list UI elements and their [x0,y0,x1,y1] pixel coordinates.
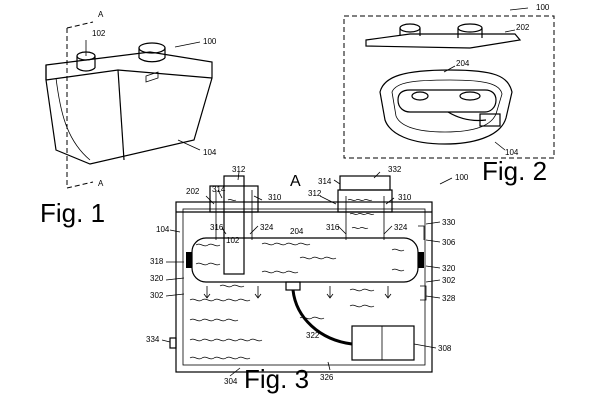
fig1-title: Fig. 1 [40,198,105,228]
drain-334 [169,337,177,349]
ref-302: 302 [442,276,456,285]
ref-202: 202 [186,187,200,196]
ref-328: 328 [442,294,456,303]
outer-wall [175,201,433,373]
ref-302: 302 [150,291,164,300]
ref-100: 100 [455,173,469,182]
ref-334: 334 [146,335,160,344]
ref-306: 306 [442,238,456,247]
ref-314: 314 [212,185,226,194]
ref-102: 102 [226,236,240,245]
lid-202 [365,33,522,49]
seal-320 [418,252,424,268]
fig1-cooler-view: A A 102 100 104 Fig. 1 [40,10,217,228]
ref-304: 304 [224,377,238,386]
ref-312: 312 [308,189,322,198]
ref-312: 312 [232,165,246,174]
ref-324: 324 [394,223,408,232]
section-a-label-bottom: A [98,179,104,188]
section-a-label-top: A [98,10,104,19]
fig3-title: Fig. 3 [244,364,309,394]
ref-320: 320 [442,264,456,273]
ref-102: 102 [92,29,106,38]
ref-310: 310 [398,193,412,202]
ref-100: 100 [203,37,217,46]
ice-fill [189,199,405,360]
fig3-section-view: A 100 202 314 312 310 316 102 324 204 31… [146,165,469,394]
ref-104: 104 [203,148,217,157]
ref-326: 326 [320,373,334,382]
ref-308: 308 [438,344,452,353]
ref-100: 100 [536,3,550,12]
lid-latch [145,71,159,83]
ref-314: 314 [318,177,332,186]
ref-204: 204 [290,227,304,236]
ref-104: 104 [505,148,519,157]
ref-320: 320 [150,274,164,283]
manifold-204 [397,89,497,113]
pump-box-308 [351,325,415,361]
cooler-body [45,51,213,165]
container-104 [379,69,513,145]
fig2-exploded-view: 100 202 204 104 Fig. 2 [343,3,555,186]
ref-316: 316 [326,223,340,232]
ref-204: 204 [456,59,470,68]
ref-316: 316 [210,223,224,232]
ref-324: 324 [260,223,274,232]
ref-318: 318 [150,257,164,266]
ref-202: 202 [516,23,530,32]
ref-322: 322 [306,331,320,340]
tube-326 [291,289,353,346]
seal-318 [186,252,192,268]
spout-102 [223,175,245,275]
ref-330: 330 [442,218,456,227]
ref-310: 310 [268,193,282,202]
inner-wall [182,208,426,366]
ref-332: 332 [388,165,402,174]
fig2-frame [343,15,555,159]
cap-332 [339,175,391,191]
section-a-label: A [290,173,301,190]
cap-right [138,42,166,54]
ref-104: 104 [156,225,170,234]
fig2-title: Fig. 2 [482,156,547,186]
